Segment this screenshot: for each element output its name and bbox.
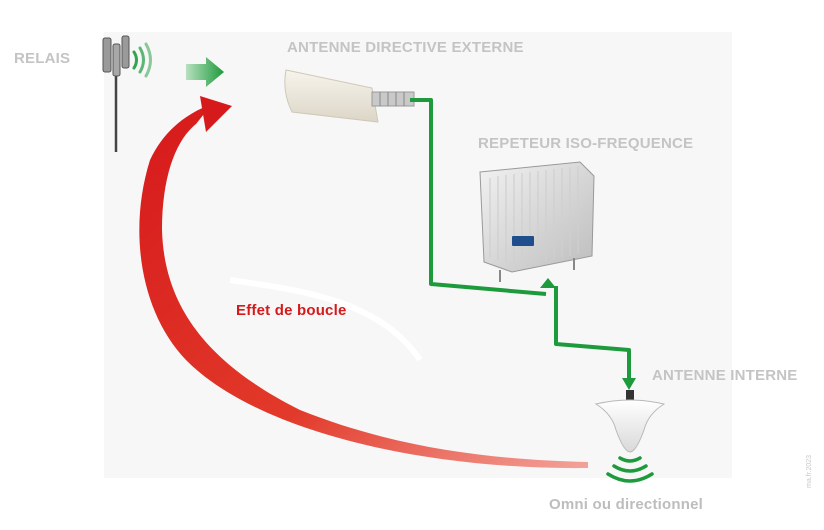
cable-antenna-to-repeater	[410, 98, 547, 296]
relay-mast-icon	[102, 35, 130, 152]
signal-arrow-icon	[186, 57, 224, 87]
external-directive-antenna-icon	[284, 69, 415, 123]
relay-label: RELAIS	[14, 50, 71, 67]
watermark: ma.fr.2023	[806, 454, 813, 488]
cable-arrowhead-down	[622, 378, 636, 390]
cable-repeater-to-internal	[554, 286, 631, 380]
cable-arrowhead-up	[540, 278, 556, 288]
internal-antenna-icon	[594, 390, 666, 453]
loop-effect-arrow	[139, 96, 588, 469]
repeater-box-icon	[479, 161, 595, 282]
internal-antenna-label: ANTENNE INTERNE	[652, 367, 798, 384]
relay-signal-waves-icon	[132, 42, 152, 78]
repeater-label: REPETEUR ISO-FREQUENCE	[478, 135, 694, 152]
external-antenna-label: ANTENNE DIRECTIVE EXTERNE	[287, 39, 524, 56]
internal-signal-waves-icon	[606, 456, 654, 483]
loop-effect-label: Effet de boucle	[236, 302, 347, 319]
omni-directional-label: Omni ou directionnel	[549, 496, 704, 513]
